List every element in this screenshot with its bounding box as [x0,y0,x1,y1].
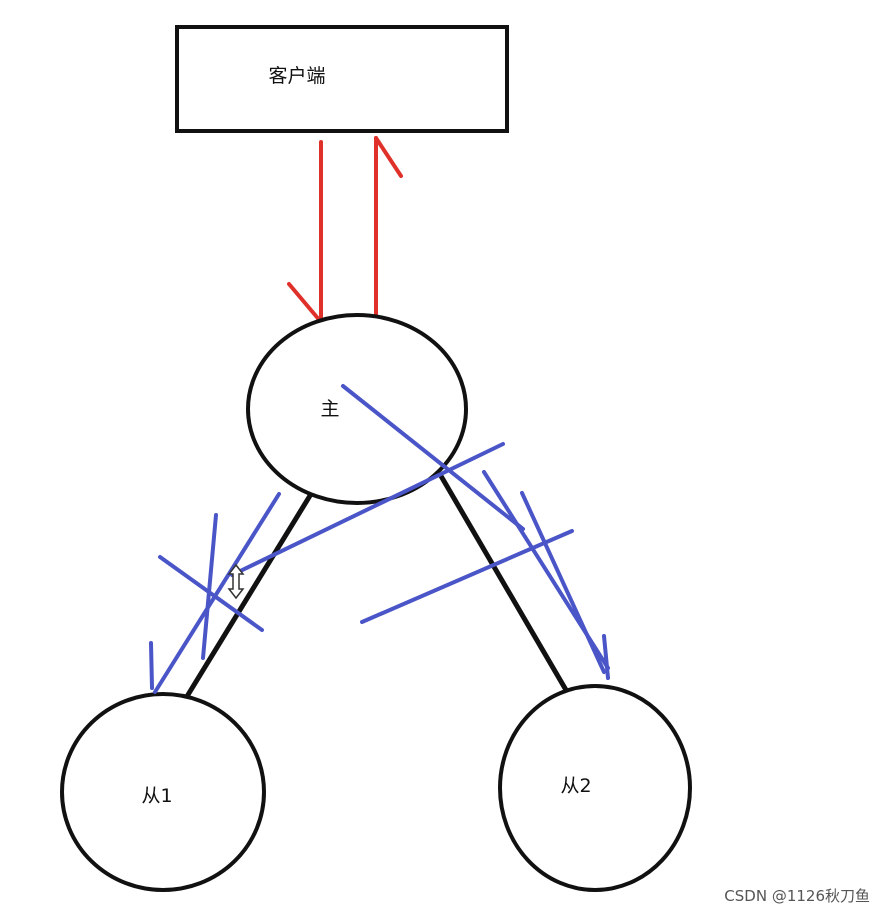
master-node [246,313,468,505]
master-label: 主 [320,398,339,420]
stroke-left-2 [201,513,218,660]
client-box [175,25,509,133]
stroke-left-4 [149,641,154,690]
slave2-node [498,684,692,892]
stroke-left-1 [153,492,281,694]
edge-master-slave2 [438,474,569,692]
slave1-node [60,692,266,892]
request-arrows [287,136,403,324]
stroke-left-3 [158,555,264,632]
stroke-cross-long [230,442,505,577]
stroke-right-2 [520,491,606,674]
slave2-label: 从2 [560,775,591,797]
edge-master-slave1 [183,492,314,700]
up-arrow-head [374,136,403,178]
client-label: 客户端 [268,65,325,87]
stroke-right-4 [602,634,610,680]
slave1-label: 从1 [141,785,172,807]
stroke-right-3 [360,529,574,624]
down-arrow-head [287,282,323,324]
annotation-strokes [149,384,610,694]
stroke-master-right-1 [341,384,525,531]
replication-edges [183,474,569,700]
watermark: CSDN @1126秋刀鱼 [724,887,870,905]
resize-cursor-icon [227,563,245,600]
